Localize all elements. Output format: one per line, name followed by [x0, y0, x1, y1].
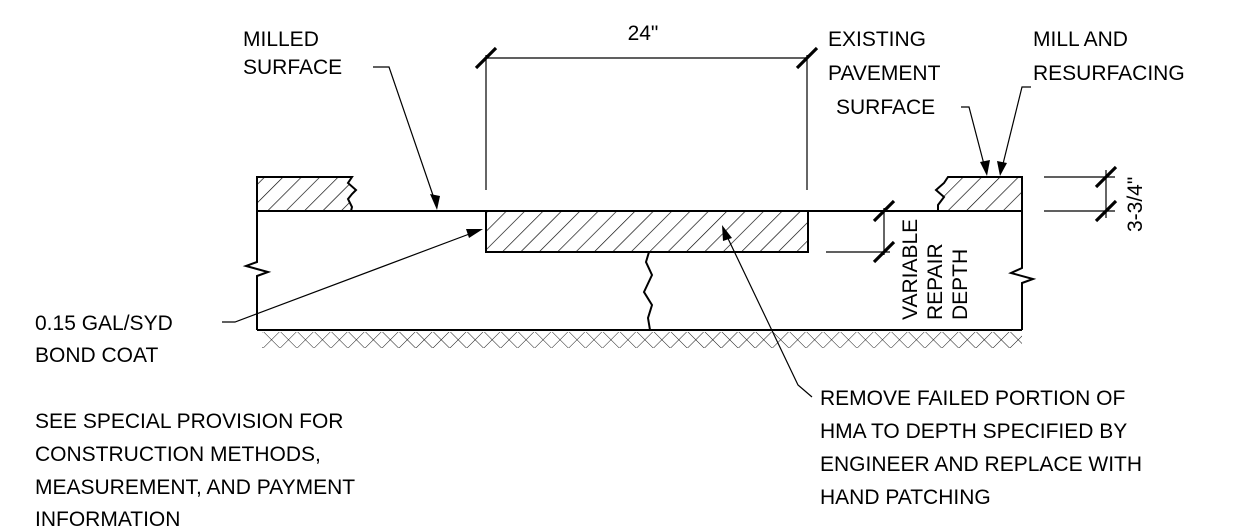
bond-coat-label: 0.15 GAL/SYD BOND COAT	[35, 312, 173, 367]
milled-surface-label-line-2: SURFACE	[243, 56, 342, 79]
existing-pavement-surface-line-3: SURFACE	[836, 96, 935, 119]
repair-depth-label-line-1: VARIABLE	[899, 219, 922, 320]
repair-depth-dimension: VARIABLE REPAIR DEPTH	[826, 199, 972, 320]
remove-failed-line-2: HMA TO DEPTH SPECIFIED BY	[820, 420, 1127, 443]
remove-failed-line-3: ENGINEER AND REPLACE WITH	[820, 453, 1142, 476]
mill-and-resurfacing-label: MILL AND RESURFACING	[1033, 28, 1185, 85]
special-provision-line-1: SEE SPECIAL PROVISION FOR	[35, 410, 343, 433]
existing-pavement-surface-line-1: EXISTING	[828, 28, 926, 51]
width-dimension-label: 24"	[628, 22, 659, 45]
special-provision-line-4: INFORMATION	[35, 508, 180, 531]
remove-failed-portion-note: REMOVE FAILED PORTION OF HMA TO DEPTH SP…	[820, 387, 1142, 509]
width-dimension: 24"	[474, 22, 819, 190]
leader-lines	[222, 66, 1031, 398]
pavement-section	[242, 176, 1037, 348]
special-provision-line-2: CONSTRUCTION METHODS,	[35, 443, 321, 466]
right-break-line	[1008, 211, 1037, 330]
left-existing-overlay	[256, 176, 358, 212]
right-mill-resurfacing-layer	[934, 176, 1023, 212]
repair-depth-label-line-2: REPAIR	[924, 243, 947, 320]
repair-depth-label-line-3: DEPTH	[949, 249, 972, 320]
special-provision-note: SEE SPECIAL PROVISION FOR CONSTRUCTION M…	[35, 410, 355, 531]
subgrade-hatch	[262, 332, 1022, 348]
hand-patch-area	[485, 210, 809, 253]
crack-line	[642, 251, 654, 331]
resurfacing-thickness-label: 3-3/4"	[1124, 177, 1147, 232]
existing-pavement-surface-line-2: PAVEMENT	[828, 62, 941, 85]
special-provision-line-3: MEASUREMENT, AND PAYMENT	[35, 476, 355, 499]
resurfacing-thickness-dimension: 3-3/4"	[1044, 165, 1147, 232]
existing-pavement-surface-label: EXISTING PAVEMENT SURFACE	[828, 28, 941, 119]
remove-failed-line-1: REMOVE FAILED PORTION OF	[820, 387, 1125, 410]
bond-coat-line-1: 0.15 GAL/SYD	[35, 312, 173, 335]
bond-coat-line-2: BOND COAT	[35, 344, 158, 367]
left-break-line	[242, 211, 272, 330]
remove-failed-line-4: HAND PATCHING	[820, 486, 991, 509]
milled-surface-label-line-1: MILLED	[243, 28, 319, 51]
mill-and-resurfacing-line-2: RESURFACING	[1033, 62, 1185, 85]
milled-surface-label: MILLED SURFACE	[243, 28, 342, 79]
mill-and-resurfacing-line-1: MILL AND	[1033, 28, 1128, 51]
